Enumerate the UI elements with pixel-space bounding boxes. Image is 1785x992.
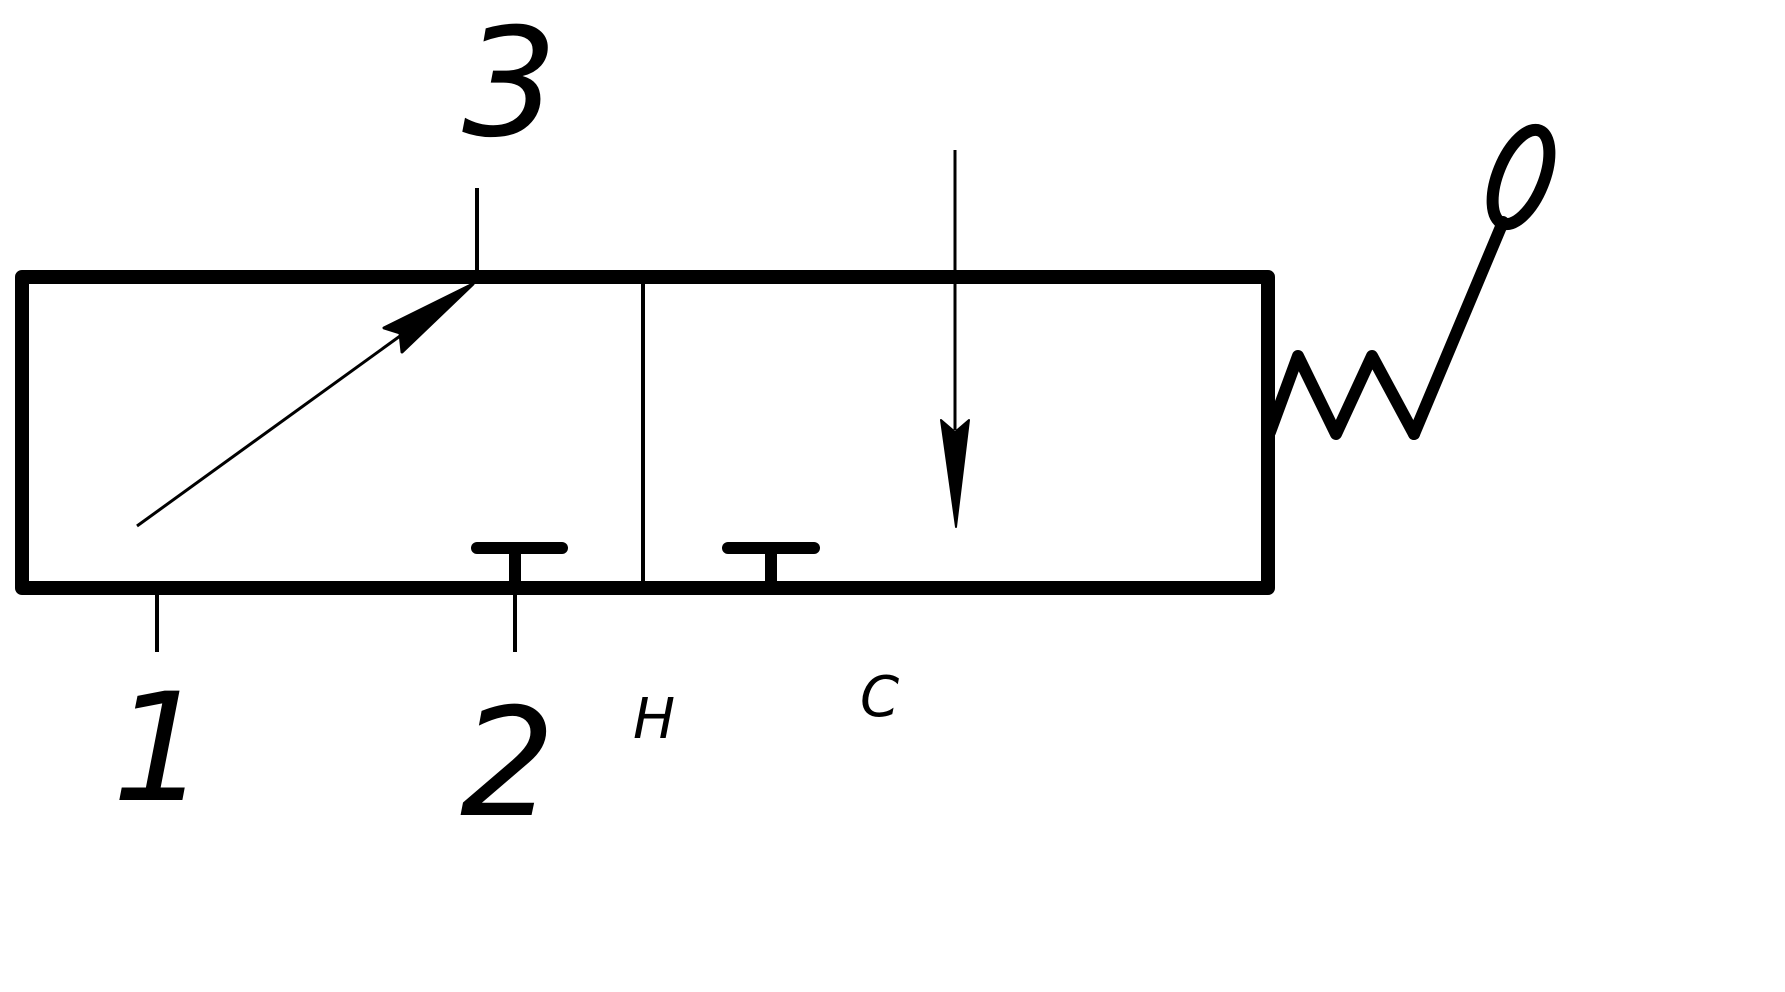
port-2-label: 2 bbox=[460, 677, 555, 851]
lever-handle-icon bbox=[1408, 123, 1556, 440]
blocked-port-left bbox=[471, 542, 568, 581]
flow-arrow-down bbox=[940, 150, 970, 528]
port-3-label: 3 bbox=[462, 0, 557, 171]
position-h-label: Н bbox=[633, 687, 675, 752]
blocked-port-right bbox=[722, 542, 820, 581]
flow-arrow-1-to-3 bbox=[136, 282, 475, 528]
port-1-label: 1 bbox=[112, 662, 207, 836]
position-c-label: С bbox=[860, 665, 899, 730]
spring-icon bbox=[1264, 350, 1420, 440]
